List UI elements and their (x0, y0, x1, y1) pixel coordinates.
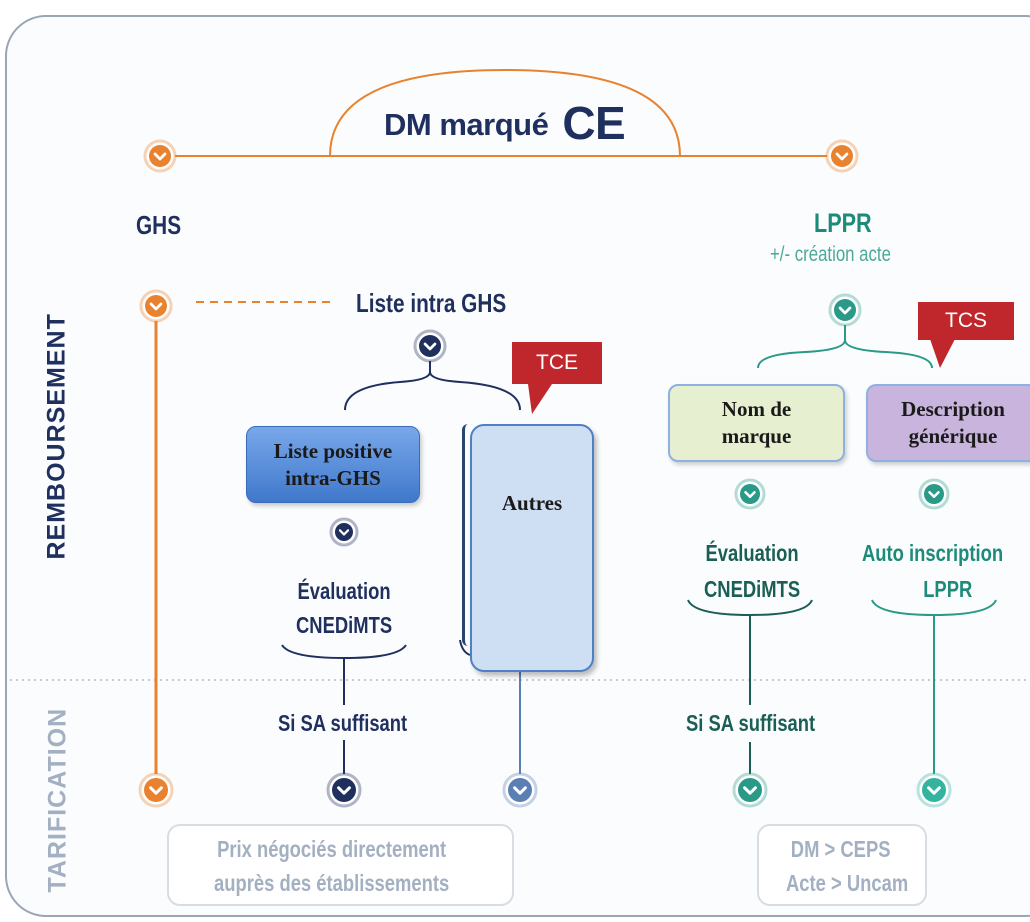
footer-box-left (167, 824, 514, 906)
side-label-remboursement: REMBOURSEMENT (42, 313, 71, 560)
eval-left-line2: CNEDiMTS (296, 612, 393, 638)
ghs-label: GHS (136, 210, 182, 240)
right-brace-right (844, 339, 933, 369)
left-brace-left (344, 348, 431, 411)
tce-pointer (528, 384, 552, 414)
condition-right: Si SA suffisant (686, 710, 816, 736)
box-liste-positive-label: Liste positive intra-GHS (273, 438, 393, 490)
lppr-sublabel: +/- création acte (770, 243, 891, 266)
box-nom-de-marque-label: Nom de marque (721, 397, 792, 448)
eval-right-line2: CNEDiMTS (704, 576, 801, 602)
box-nom-de-marque: Nom de marque (668, 384, 845, 462)
right-brace-left (757, 320, 846, 369)
tarif-liste-node-icon (326, 772, 362, 808)
side-label-tarification: TARIFICATION (43, 707, 72, 893)
title: DM marqué CE (384, 96, 626, 150)
top-left-node-icon (143, 139, 177, 173)
tag-tcs: TCS (918, 302, 1014, 340)
eval-auto-line1: Auto inscription (862, 540, 1004, 566)
left-partial-brace (459, 639, 471, 656)
footer-left-text: Prix négociés directement auprès des éta… (214, 832, 449, 900)
liste-positive-node-icon (329, 517, 359, 547)
footer-right-line2: Acte > Uncam (786, 870, 909, 896)
description-node-icon (918, 478, 950, 510)
nom-de-marque-node-icon (734, 478, 766, 510)
eval-auto: Auto inscription LPPR (862, 535, 1003, 607)
liste-intra-ghs-label: Liste intra GHS (356, 288, 507, 318)
tarif-auto-node-icon (916, 772, 952, 808)
left-brace-right (429, 371, 521, 411)
tarif-ghs-node-icon (138, 772, 174, 808)
ce-mark: CE (562, 97, 626, 149)
tarif-autres-node-icon (502, 772, 538, 808)
tag-tce: TCE (512, 342, 602, 384)
title-text: DM marqué (384, 107, 549, 142)
footer-box-right (757, 824, 927, 906)
eval-left: Évaluation CNEDiMTS (296, 574, 392, 642)
top-right-node-icon (825, 139, 859, 173)
box-description-generique: Description générique (866, 384, 1030, 462)
footer-right-text: DM > CEPS Acte > Uncam (786, 832, 908, 900)
footer-left-line2: auprès des établissements (214, 870, 450, 896)
title-dome (329, 68, 681, 157)
box-description-generique-label: Description générique (901, 397, 1005, 448)
lppr-label: LPPR (814, 208, 872, 238)
footer-left-line1: Prix négociés directement (217, 836, 447, 862)
box-autres-label: Autres (501, 491, 563, 515)
tarif-cnedimts-node-icon (732, 772, 768, 808)
box-liste-positive: Liste positive intra-GHS (246, 426, 420, 503)
footer-right-line1: DM > CEPS (790, 836, 891, 862)
hidden-box-edge (462, 424, 477, 646)
ghs-node-icon (139, 289, 173, 323)
condition-left: Si SA suffisant (278, 710, 408, 736)
eval-left-line1: Évaluation (297, 578, 391, 604)
eval-auto-line2: LPPR (923, 576, 973, 602)
box-autres: Autres (470, 424, 594, 672)
lppr-node-icon (828, 293, 862, 327)
liste-intra-node-icon (413, 329, 447, 363)
eval-right: Évaluation CNEDiMTS (704, 535, 800, 607)
tcs-pointer (930, 339, 955, 368)
eval-right-line1: Évaluation (705, 540, 799, 566)
